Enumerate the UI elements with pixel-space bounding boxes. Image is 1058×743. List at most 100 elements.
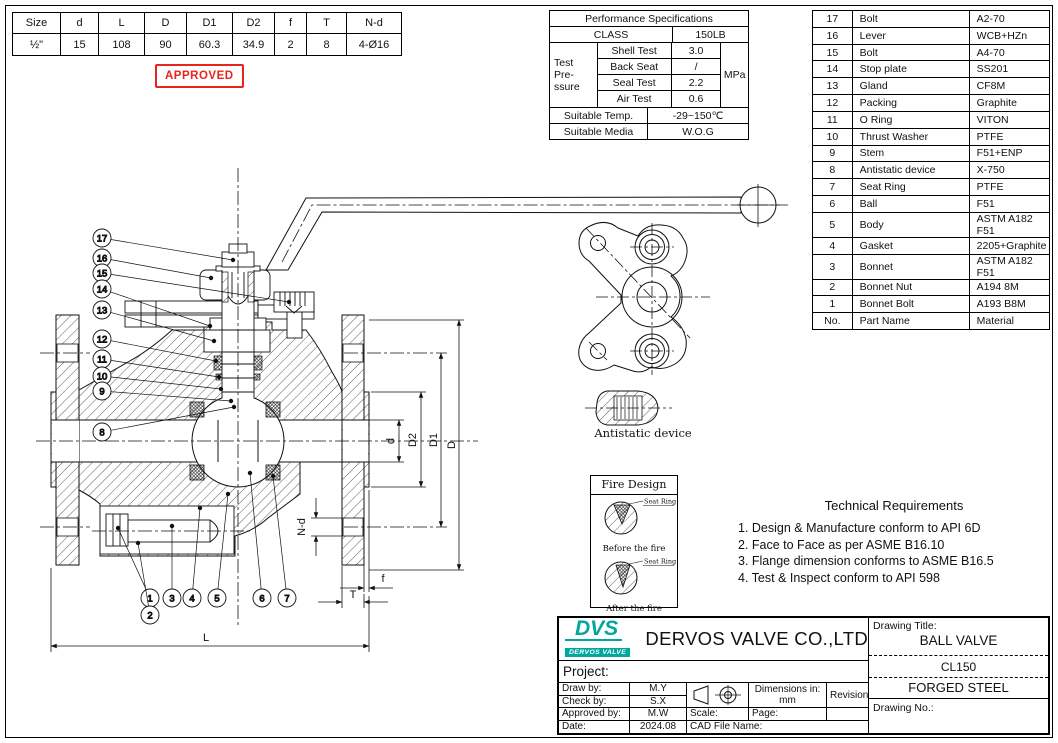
parts-cell-material: Graphite [976,96,1017,109]
dim-L: L [203,632,209,644]
callout-7: 7 [270,473,297,608]
requirement-item: 4. Test & Inspect conform to API 598 [738,570,940,585]
parts-cell-no: 15 [813,44,853,61]
sheet-border [5,5,1053,738]
fire-design-detail: Fire Design Seat Ring Before the fire Se… [590,475,678,614]
dims-cell: T [307,13,347,33]
parts-cell-name: Bonnet [853,254,970,279]
parts-cell-name: Gasket [853,237,970,254]
drawing-material: FORGED STEEL [908,680,1009,695]
parts-cell-name: O Ring [853,111,970,128]
dims-cell: D [145,13,187,33]
seat-ring-label: Seat Ring [644,558,676,566]
perf-test-label: Air Test [616,93,652,105]
perf-unit: MPa [723,69,746,81]
parts-cell-name: Stop plate [853,61,970,78]
logo-subtext: DERVOS VALVE [565,648,631,657]
draw-by-value: M.Y [630,683,687,696]
company-logo: DVS DERVOS VALVE [559,618,645,659]
valve-cross-section: d D2 D1 D N-d f T L 17161514131211109812… [36,168,788,652]
perf-test-value: 2.2 [671,75,721,91]
parts-cell-material: ASTM A182 F51 [976,212,1033,237]
technical-requirements-title: Technical Requirements [824,498,964,513]
dims-cell: 15 [61,34,99,55]
callout-11: 11 [92,349,222,380]
scale-label: Scale: [687,708,749,721]
callout-number: 9 [99,386,104,397]
callout-13: 13 [92,300,217,344]
parts-cell-name: Thrust Washer [853,128,970,145]
callout-number: 14 [97,284,108,295]
callout-number: 4 [189,593,194,604]
lever-handle [265,184,780,271]
callout-number: 11 [97,354,107,365]
perf-temp-value: -29~150℃ [672,109,724,122]
parts-cell-no: 4 [813,237,853,254]
parts-cell-material: CF8M [976,80,1006,93]
perf-media-label: Suitable Media [550,124,648,139]
parts-cell-no: 13 [813,78,853,95]
approved-by-label: Approved by: [559,708,630,721]
parts-cell-name: Stem [853,145,970,162]
drawing-class: CL150 [940,660,977,674]
dims-cell: D1 [187,13,233,33]
parts-cell-name: Bonnet Nut [853,279,970,296]
cad-file-name-label: CAD File Name: [690,721,763,733]
page-label: Page: [749,708,827,721]
callout-number: 1 [147,593,152,604]
dimensions-in-label: Dimensions in: [754,684,821,695]
callout-14: 14 [92,279,213,329]
dims-cell: f [275,13,307,33]
dims-cell: 2 [275,34,307,55]
parts-cell-name: Seat Ring [853,179,970,195]
dims-cell: 4-Ø16 [358,38,390,51]
perf-test-value: 0.6 [688,93,704,105]
callout-number: 2 [147,610,152,621]
parts-cell-material: A2-70 [976,12,1005,25]
perf-class-label: CLASS [550,27,673,42]
callout-9: 9 [92,381,234,404]
callout-number: 15 [97,268,108,279]
title-block: DVS DERVOS VALVE DERVOS VALVE CO.,LTD Pr… [557,616,1050,735]
before-fire-label: Before the fire [602,544,666,554]
parts-cell-material: A193 B8M [976,298,1026,311]
callout-5: 5 [207,491,231,608]
parts-cell-no: No. [813,313,853,329]
company-name: DERVOS VALVE CO.,LTD [645,628,868,649]
callout-15: 15 [92,263,292,305]
callout-number: 10 [97,371,108,382]
callout-8: 8 [92,404,237,442]
parts-cell-material: 2205+Graphite [976,239,1047,252]
dims-cell: d [61,13,99,33]
dims-cell: D2 [233,13,275,33]
parts-cell-no: 2 [813,279,853,296]
revision-label: Revision: [827,683,868,708]
after-fire-label: After the fire [606,604,662,614]
draw-by-label: Draw by: [559,683,630,696]
dims-cell: 60.3 [187,34,233,55]
parts-cell-no: 8 [813,162,853,179]
perf-test-label: Back Seat [597,59,671,75]
parts-cell-no: 3 [813,254,853,279]
parts-cell-no: 5 [813,212,853,237]
parts-cell-no: 7 [813,179,853,195]
perf-test-pressure-label: Test Pre- ssure [550,43,598,107]
callout-6: 6 [247,470,272,608]
parts-cell-no: 10 [813,128,853,145]
dims-cell: Size [13,13,61,33]
callout-3: 3 [162,523,182,608]
dim-d: d [385,438,397,444]
